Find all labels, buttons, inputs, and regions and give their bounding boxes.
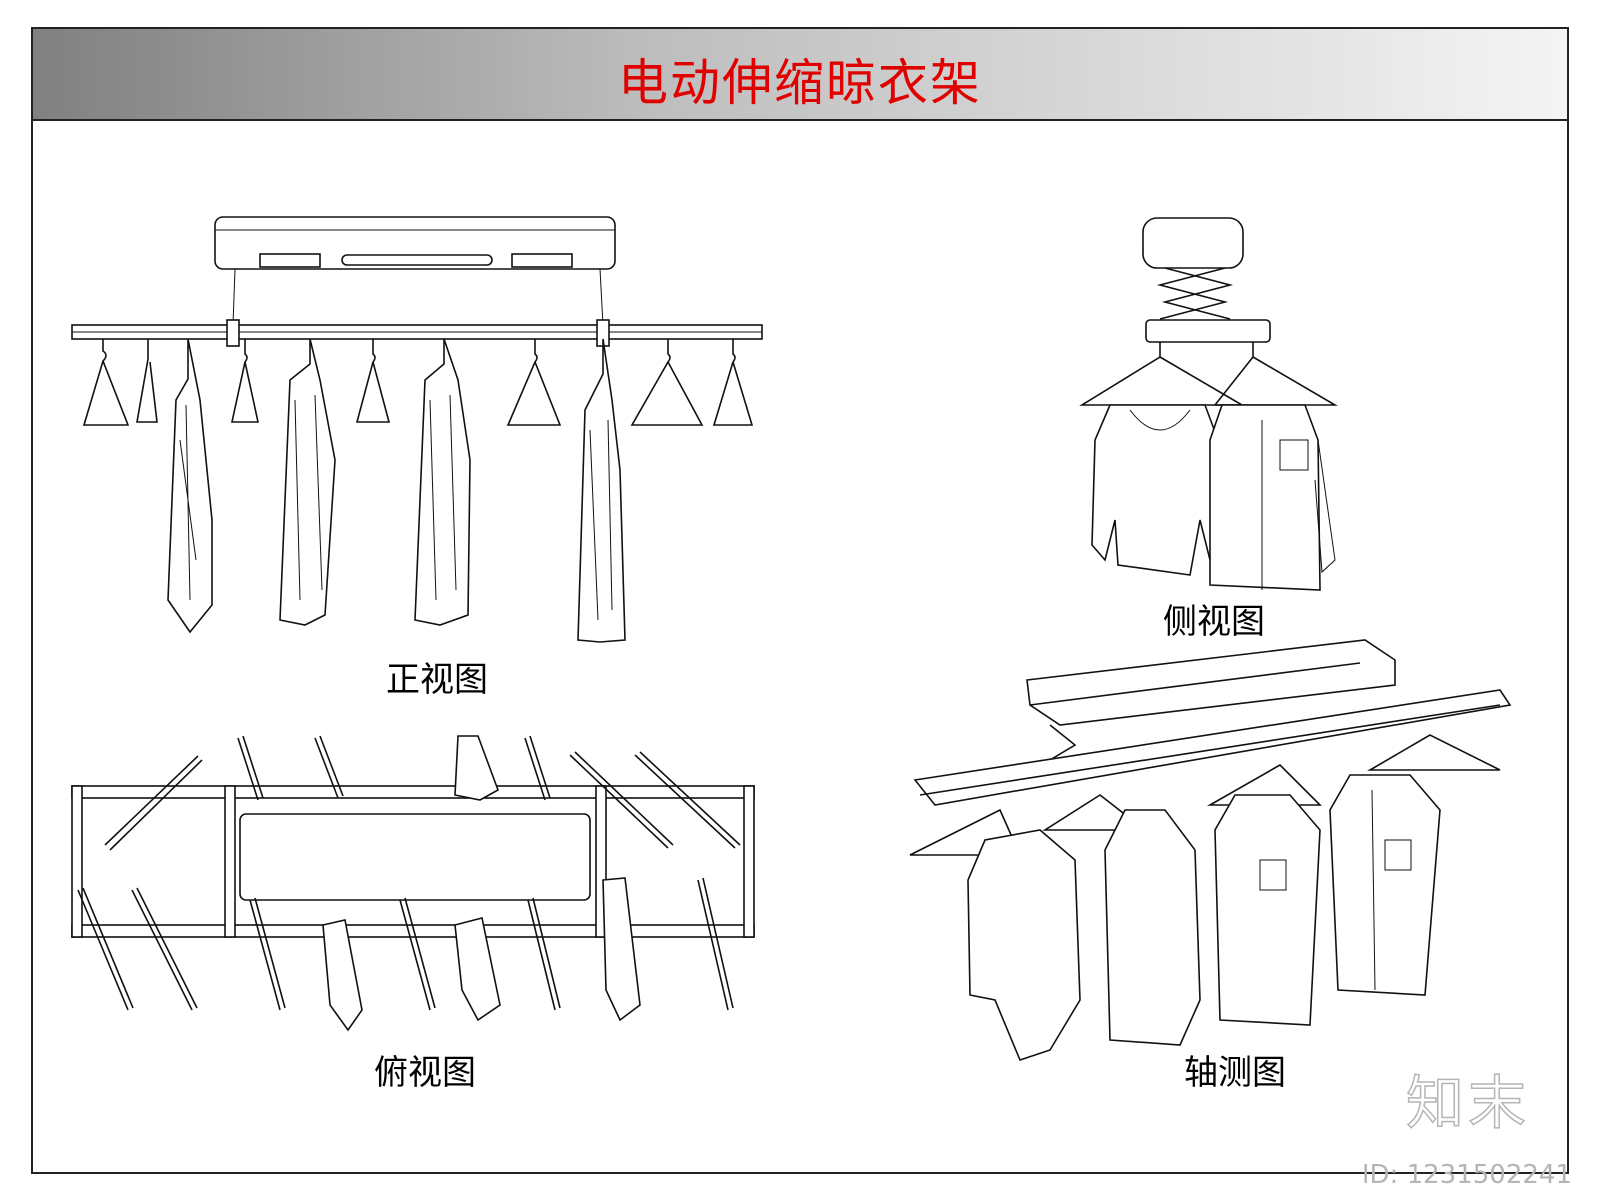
side-view-label: 侧视图	[1163, 602, 1265, 642]
axonometric-view-label: 轴测图	[1184, 1053, 1286, 1093]
top-view-label: 俯视图	[374, 1053, 476, 1093]
brand-logo: 知末	[1405, 1068, 1530, 1138]
page-title: 电动伸缩晾衣架	[618, 54, 982, 112]
axonometric-view-drawing	[909, 639, 1512, 1061]
front-view-drawing	[71, 216, 763, 643]
id-label: ID: 1231502241	[1361, 1160, 1572, 1190]
title-bar: 电动伸缩晾衣架	[33, 29, 1567, 121]
top-view-drawing	[71, 735, 755, 1032]
front-view-label: 正视图	[386, 660, 488, 700]
drawing-sheet: 电动伸缩晾衣架	[31, 27, 1569, 1174]
side-view-drawing	[1079, 217, 1338, 591]
